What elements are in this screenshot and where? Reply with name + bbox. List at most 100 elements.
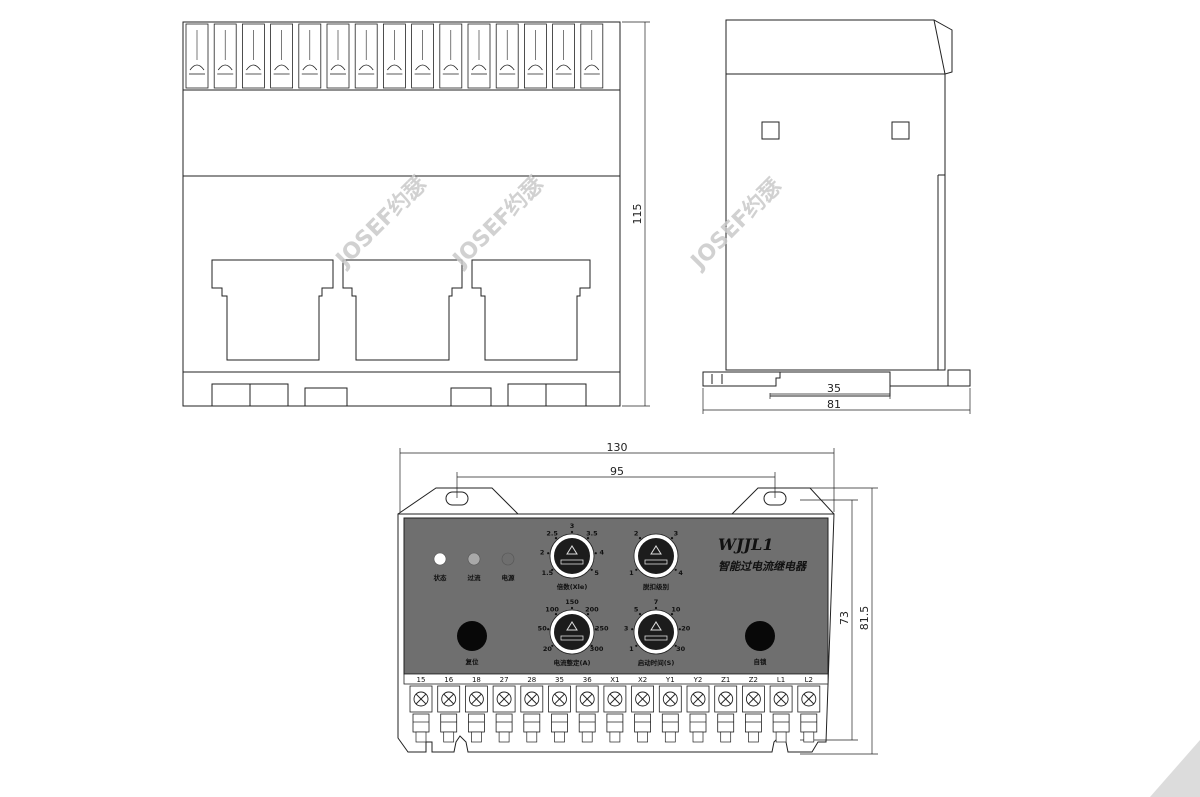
knob-tick-label: 4 <box>678 569 683 577</box>
reset-button[interactable] <box>457 621 487 651</box>
bottom-panel-height-label: 73 <box>838 611 851 625</box>
front-terminal <box>495 23 519 89</box>
front-view <box>182 21 650 407</box>
terminal-label: L1 <box>777 676 785 684</box>
terminal-label: 27 <box>500 676 509 684</box>
model-name: WJJL1 <box>718 535 774 554</box>
front-terminal <box>439 23 463 89</box>
terminal-label: 18 <box>472 676 481 684</box>
led-label: 过流 <box>468 573 482 582</box>
knob-tick-label: 150 <box>565 598 579 606</box>
rotary-knob[interactable]: 1 2 3 4 <box>629 530 683 579</box>
led-indicator <box>433 552 447 566</box>
terminal[interactable]: 15 <box>409 676 433 743</box>
auto-lock-label: 自锁 <box>754 657 768 666</box>
terminal-label: Z2 <box>749 676 758 684</box>
terminal[interactable]: 16 <box>437 676 461 743</box>
front-terminal <box>467 23 491 89</box>
front-height-label: 115 <box>631 204 644 225</box>
knob-tick-label: 10 <box>671 606 681 614</box>
led-label: 状态 <box>434 573 448 582</box>
knob-tick-label: 2.5 <box>546 530 558 538</box>
led-group: 状态 过流 电源 <box>433 552 516 582</box>
watermark: JOSEF约瑟 <box>446 171 548 273</box>
terminal[interactable]: 36 <box>575 676 599 743</box>
front-terminal <box>580 23 604 89</box>
terminal-label: X2 <box>638 676 647 684</box>
terminal[interactable]: X2 <box>631 676 654 743</box>
watermark: JOSEF约瑟 <box>329 171 431 273</box>
knob-tick-label: 30 <box>676 645 686 653</box>
knob-tick-label: 1.5 <box>542 569 554 577</box>
front-terminal <box>411 23 435 89</box>
front-terminal <box>185 23 209 89</box>
side-depth-label: 81 <box>827 398 841 411</box>
terminal-label: 36 <box>583 676 592 684</box>
rotary-knob[interactable]: 1.522.533.545 <box>540 522 605 579</box>
terminal-label: Z1 <box>721 676 730 684</box>
knob-tick-label: 100 <box>545 606 559 614</box>
knob-tick-label: 5 <box>634 606 639 614</box>
knob-tick-label: 200 <box>585 606 599 614</box>
terminal[interactable]: Z2 <box>742 676 765 743</box>
bottom-view <box>397 448 878 755</box>
knob-tick-label: 50 <box>538 625 548 633</box>
knob-tick-label: 1 <box>629 645 634 653</box>
terminal[interactable]: 28 <box>520 676 544 743</box>
terminal-block: 15 16 18 27 28 35 36 X1 X2 Y1 Y2 Z1 Z2 L1 L2 <box>409 676 821 743</box>
terminal-label: 35 <box>555 676 564 684</box>
terminal[interactable]: 18 <box>464 676 488 743</box>
knob-tick-label: 3 <box>674 530 679 538</box>
bottom-width-label: 130 <box>607 441 628 454</box>
side-view <box>702 19 971 414</box>
bottom-hole-spacing-label: 95 <box>610 465 624 478</box>
auto-lock-button[interactable] <box>745 621 775 651</box>
terminal[interactable]: Y2 <box>686 676 710 743</box>
knob-caption: 倍数(Xle) <box>557 582 588 591</box>
terminal-label: 16 <box>444 676 453 684</box>
knob-tick-label: 5 <box>594 569 599 577</box>
side-window-right <box>891 121 910 140</box>
knob-tick-label: 4 <box>600 549 605 557</box>
terminal-label: 28 <box>527 676 536 684</box>
terminal[interactable]: Z1 <box>714 676 738 743</box>
reset-label: 复位 <box>465 657 480 666</box>
terminal[interactable]: L1 <box>769 676 793 743</box>
terminal[interactable]: 35 <box>548 676 571 743</box>
terminal[interactable]: Y1 <box>658 676 682 743</box>
knob-tick-label: 3 <box>624 625 629 633</box>
side-rail-label: 35 <box>827 382 841 395</box>
terminal[interactable]: L2 <box>797 676 821 743</box>
front-terminal <box>213 23 237 89</box>
led-label: 电源 <box>502 573 516 582</box>
front-window-left <box>211 259 334 361</box>
front-terminal-strip <box>185 23 604 89</box>
knob-tick-label: 2 <box>540 549 545 557</box>
terminal-label: X1 <box>610 676 619 684</box>
led-indicator <box>501 552 515 566</box>
knob-caption: 脱扣级别 <box>643 582 670 591</box>
bottom-total-height-label: 81.5 <box>858 606 871 631</box>
terminal[interactable]: X1 <box>603 676 627 743</box>
knob-tick-label: 1 <box>629 569 634 577</box>
watermark: JOSEF约瑟 <box>684 173 786 275</box>
front-terminal <box>241 23 265 89</box>
knob-caption: 启动时间(S) <box>638 658 675 667</box>
knob-tick-label: 20 <box>681 625 691 633</box>
front-terminal <box>524 23 547 89</box>
terminal-label: Y1 <box>665 676 675 684</box>
led-indicator <box>467 552 481 566</box>
front-terminal <box>326 23 350 89</box>
knob-tick-label: 2 <box>634 530 639 538</box>
front-terminal <box>552 23 575 89</box>
front-outline <box>182 21 621 407</box>
knob-tick-label: 300 <box>590 645 604 653</box>
front-terminal <box>354 23 378 89</box>
terminal[interactable]: 27 <box>492 676 516 743</box>
knob-caption: 电流整定(A) <box>554 658 591 667</box>
side-window-left <box>761 121 780 140</box>
